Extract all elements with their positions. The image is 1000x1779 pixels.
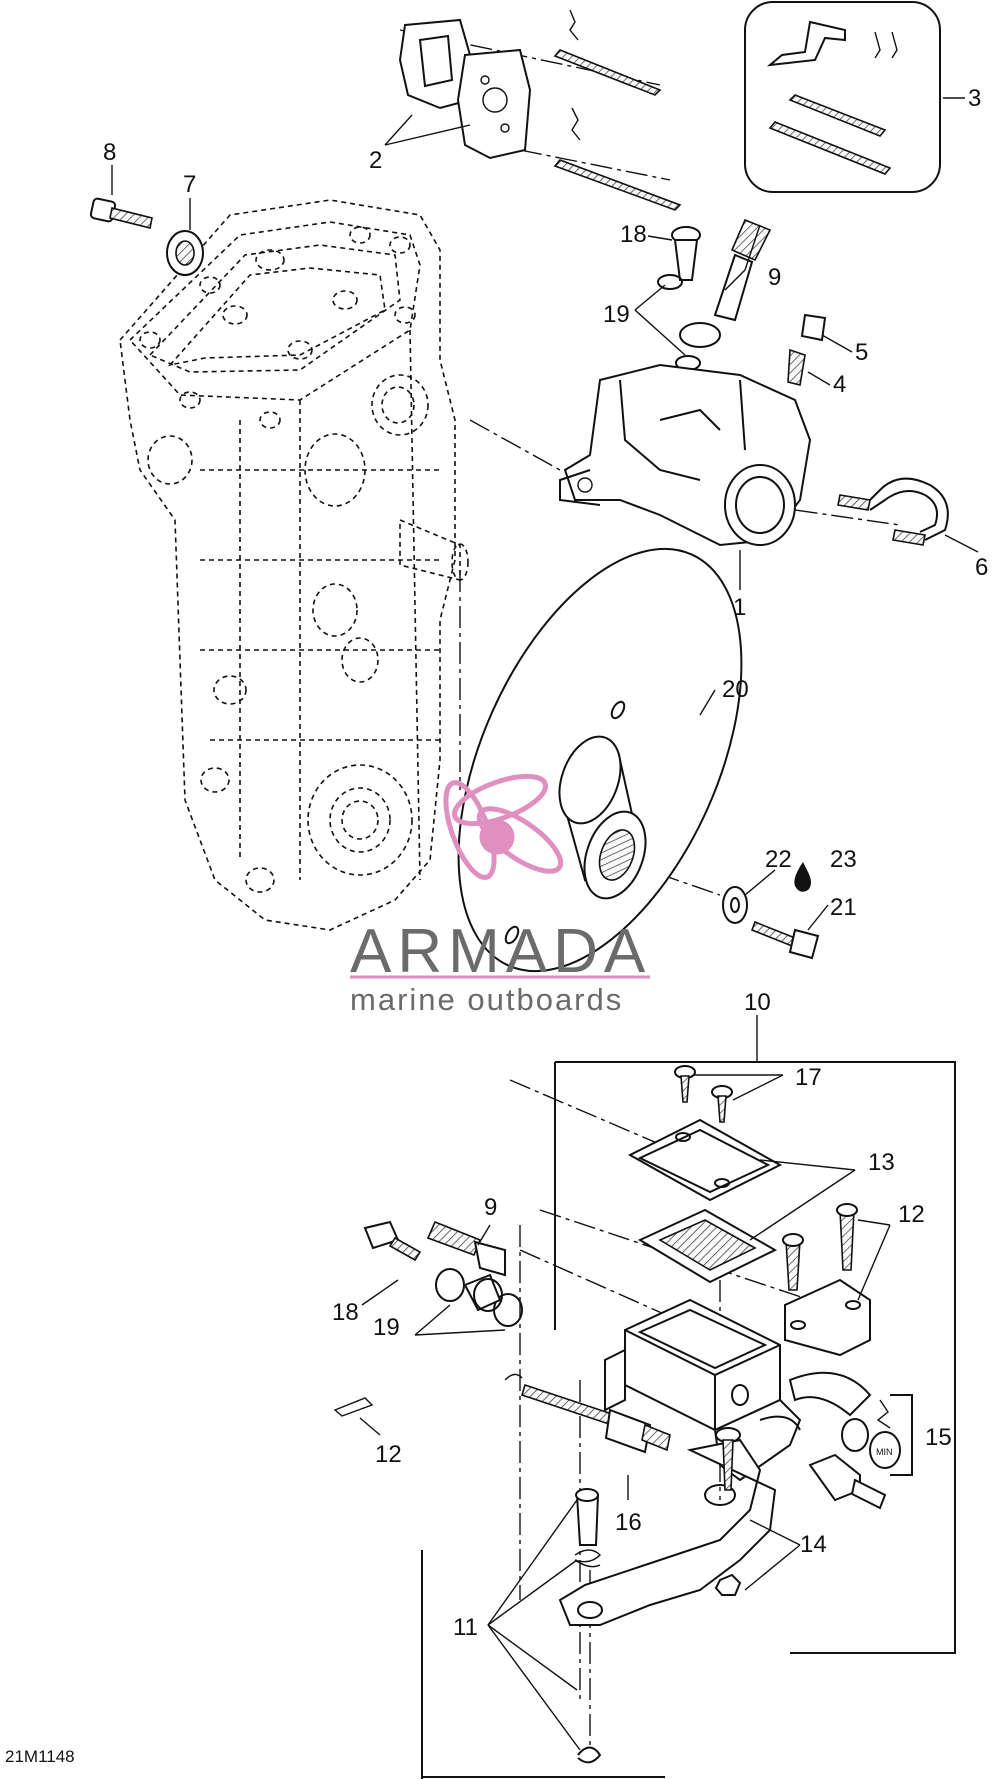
screws-part-17 — [674, 1065, 733, 1123]
cotter-pin-part-12-lower — [333, 1397, 374, 1417]
brake-pads-part-2 — [398, 18, 532, 160]
callout-11: 11 — [453, 1614, 478, 1641]
pad-pins — [553, 9, 682, 211]
mounting-bracket-lines — [421, 1550, 665, 1779]
master-cylinder-bracket-part-10 — [554, 1061, 956, 1654]
brake-caliper-part-1 — [559, 363, 812, 547]
brake-hose-part-9-top — [679, 218, 772, 348]
propeller-logo-icon — [443, 773, 564, 880]
sight-glass-part-15: MIN — [841, 1394, 913, 1476]
push-rod-part-16 — [504, 1373, 671, 1454]
callout-9-top: 9 — [768, 264, 781, 291]
callout-19-lower: 19 — [373, 1314, 400, 1341]
callout-18-top: 18 — [620, 221, 647, 248]
leader-lines — [111, 97, 979, 1751]
master-cylinder-body — [558, 1298, 802, 1626]
callout-1: 1 — [733, 594, 746, 621]
armada-watermark: ARMADA marine outboards — [350, 773, 651, 1017]
watermark-brand: ARMADA — [350, 917, 651, 986]
brake-line-part-6 — [837, 477, 949, 546]
washer-part-22 — [722, 886, 748, 924]
callout-5: 5 — [855, 339, 868, 366]
callout-8: 7 — [183, 171, 196, 198]
callout-14: 14 — [800, 1531, 827, 1558]
callout-labels: 8 7 2 3 18 9 19 5 4 6 1 20 22 23 21 10 1… — [5, 85, 988, 1766]
callout-3: 3 — [968, 85, 981, 112]
callout-7: 8 — [103, 139, 116, 166]
hardware-kit-part-3 — [744, 1, 941, 193]
callout-12-top: 12 — [898, 1201, 925, 1228]
clamp-screws-part-12 — [782, 1203, 872, 1417]
callout-12-lower: 12 — [375, 1441, 402, 1468]
washer-part-8 — [166, 230, 204, 276]
bolt-part-7 — [89, 197, 153, 229]
banjo-bolt-part-18-top — [671, 226, 701, 281]
crush-washers-part-19-lower — [435, 1268, 523, 1327]
oil-drop-icon — [794, 862, 811, 892]
callout-23: 23 — [830, 846, 857, 873]
callout-9-lower: 9 — [484, 1194, 497, 1221]
bleeder-valve-part-4 — [787, 348, 806, 386]
watermark-tagline: marine outboards — [350, 982, 623, 1017]
callout-17: 17 — [795, 1064, 822, 1091]
callout-6: 6 — [975, 554, 988, 581]
callout-13: 13 — [868, 1149, 895, 1176]
callout-22: 22 — [765, 846, 792, 873]
callout-15: 15 — [925, 1424, 952, 1451]
callout-19-top: 19 — [603, 301, 630, 328]
bleeder-cap-part-5 — [800, 313, 827, 342]
callout-18-lower: 18 — [332, 1299, 359, 1326]
pivot-pin-part-11 — [574, 1488, 602, 1764]
callout-4: 4 — [833, 371, 846, 398]
svg-text:MIN: MIN — [876, 1447, 893, 1457]
crush-washers-part-19-top — [657, 274, 701, 371]
bolt-and-nut-part-14 — [714, 1427, 887, 1596]
brake-hose-part-9-lower — [426, 1220, 506, 1277]
gearbox-housing — [119, 199, 469, 931]
callout-16: 16 — [615, 1509, 642, 1536]
callout-2: 2 — [369, 147, 382, 174]
banjo-bolt-part-18-lower — [363, 1220, 422, 1262]
callout-20: 20 — [722, 676, 749, 703]
reservoir-cover-part-13 — [627, 1118, 783, 1284]
callout-21: 21 — [830, 894, 857, 921]
diagram-code: 21M1148 — [5, 1747, 75, 1766]
bolt-part-21 — [750, 920, 820, 960]
callout-10: 10 — [744, 989, 771, 1016]
